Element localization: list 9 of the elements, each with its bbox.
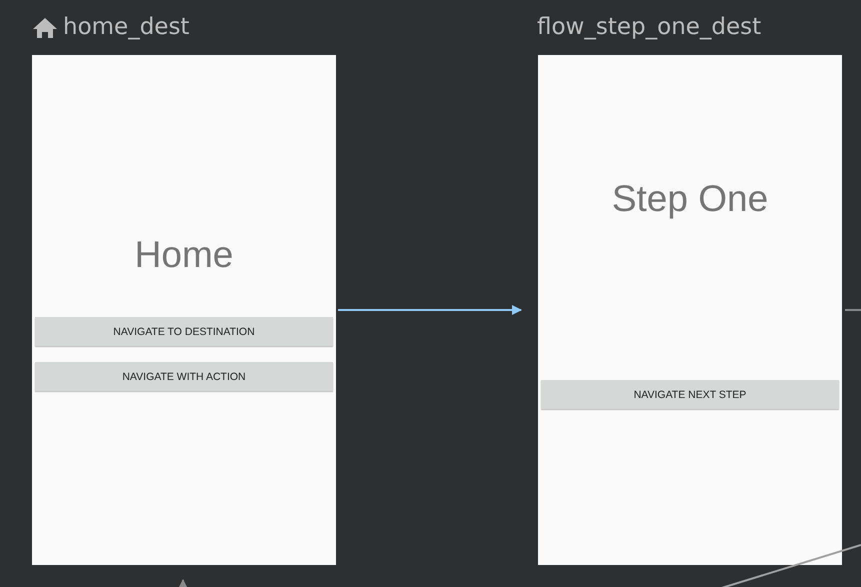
- screen-title: Step One: [612, 178, 768, 219]
- navigation-arrow: [178, 579, 188, 587]
- destination-name: flow_step_one_dest: [537, 14, 762, 40]
- navigate-button: NAVIGATE WITH ACTION: [35, 362, 333, 391]
- navigation-arrow: [338, 305, 522, 315]
- navigate-button: NAVIGATE NEXT STEP: [541, 380, 839, 409]
- screen-title: Home: [134, 234, 234, 275]
- navigate-button: NAVIGATE TO DESTINATION: [35, 317, 333, 346]
- destination-name: home_dest: [63, 14, 190, 40]
